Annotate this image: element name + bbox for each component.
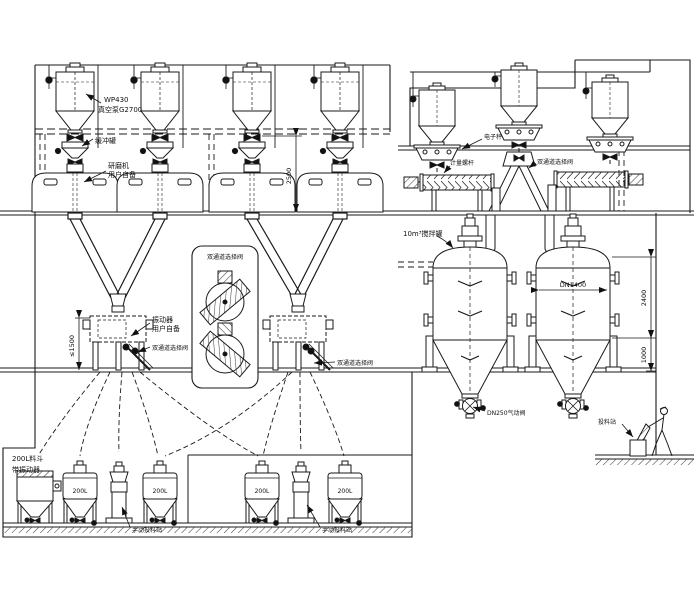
label-vessel-200l-4: 200L — [338, 488, 353, 495]
label-vessel-200l-1: 200L — [73, 488, 88, 495]
label-electronic-scale: 电子秤 — [484, 133, 502, 141]
vacuum-loader-r1 — [409, 82, 461, 173]
label-manual-station-2: 手动投料站 — [322, 526, 352, 534]
dim-2500: 2500 — [285, 168, 293, 185]
dim-dn1400: DN1400 — [560, 281, 586, 289]
label-valve-dn250: DN250气动阀 — [487, 409, 526, 417]
label-vibrator-2: 用户自备 — [152, 324, 180, 333]
label-grinder-1: 研磨机 — [108, 161, 129, 170]
dim-1500: ≤1500 — [68, 335, 76, 357]
vacuum-loader-2 — [130, 62, 180, 169]
label-200l-hopper-2: 带振动器 — [12, 465, 40, 474]
vacuum-loader-4 — [310, 62, 360, 169]
mixing-tank-1 — [421, 213, 519, 419]
dim-2400: 2400 — [640, 290, 648, 307]
sack-truck — [629, 423, 651, 457]
ground-hatch-left — [3, 527, 412, 533]
label-vessel-200l-2: 200L — [153, 488, 168, 495]
label-metering-screw: 计量螺杆 — [450, 159, 474, 167]
selector-valve-detail-box: 双通道选择阀 — [191, 245, 259, 389]
label-loader-model: WP430 — [104, 96, 129, 104]
label-selector-valve-right: 双通道选择阀 — [537, 158, 573, 166]
hopper-200l-vibrator — [16, 470, 62, 524]
vacuum-loader-r3 — [582, 74, 634, 165]
vacuum-loader-1 — [45, 62, 95, 169]
y-chutes — [67, 212, 348, 299]
screw-conveyor-1 — [403, 173, 501, 212]
building-outline — [2, 59, 691, 538]
leader-lines — [81, 93, 634, 528]
manual-feed-unit-2 — [287, 461, 315, 524]
tank-inlet-tubes — [485, 215, 555, 256]
grinder-3 — [208, 163, 296, 213]
label-vibrator-1: 振动器 — [152, 315, 173, 324]
dim-1000: 1000 — [640, 347, 648, 364]
ground-hatch-right — [595, 459, 694, 465]
label-grinder-2: 用户自备 — [108, 170, 136, 179]
detail-box-title: 双通道选择阀 — [207, 253, 243, 261]
vacuum-loader-3 — [222, 62, 272, 169]
label-mixing-tank: 10m³搅拌罐 — [403, 229, 443, 238]
label-200l-hopper-1: 200L料斗 — [12, 454, 43, 463]
label-vessel-200l-3: 200L — [255, 488, 270, 495]
mixing-tank-2 — [524, 213, 622, 419]
screw-conveyor-2 — [547, 170, 644, 212]
label-buffer-tank: 缓冲罐 — [95, 136, 116, 145]
label-selector-valve-2: 双通道选择阀 — [337, 359, 373, 367]
label-vacuum-pump: 真空泵G2700 — [98, 105, 142, 114]
grinder-4 — [296, 163, 384, 213]
manual-feed-unit-1 — [105, 461, 133, 524]
label-selector-valve-1: 双通道选择阀 — [152, 344, 188, 352]
label-manual-station-1: 手动投料站 — [132, 526, 162, 534]
label-feed-station: 投料站 — [598, 418, 616, 426]
flexible-hoses — [37, 371, 345, 457]
vibrator-mixer-2 — [262, 293, 334, 371]
worker-figure — [647, 406, 673, 457]
dimension-lines — [75, 128, 656, 372]
vibrator-mixer-1 — [82, 293, 154, 371]
